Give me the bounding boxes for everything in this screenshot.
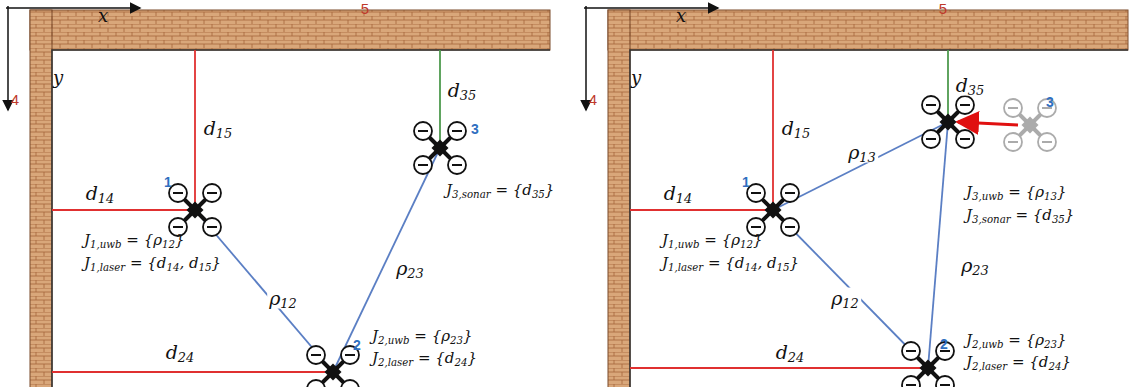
axis-label: y [631,68,641,88]
laser-beam [52,209,195,211]
distance-label: d15 [202,118,235,139]
x-axis [584,7,718,9]
wall [608,10,630,387]
laser-beam [194,50,196,210]
distance-label: ρ12 [829,288,861,309]
callout-number: 2 [940,337,948,352]
distance-label: d35 [954,75,987,96]
axis-label: x [676,6,686,26]
panel [584,6,1128,387]
measurement-set: J3,sonar = {d35} [966,207,1074,224]
distance-label: d35 [446,80,479,101]
drone [307,346,359,387]
measurement-set: J3,sonar = {d35} [446,182,554,199]
axis-label: y [53,68,63,88]
distance-label: ρ23 [394,258,426,279]
callout-number: 1 [164,175,172,190]
drone [922,96,974,148]
laser-beam [52,371,333,373]
measurement-set: J1,uwb = {ρ12} [84,232,185,249]
distance-label: d24 [164,342,197,363]
uwb-link [928,122,948,368]
callout-number: 3 [471,122,479,137]
measurement-set: J1,laser = {d14, d15} [662,255,799,272]
measurement-set: J2,laser = {d24} [372,350,477,367]
measurement-set: J1,uwb = {ρ12} [662,232,763,249]
x-axis [6,7,140,9]
drone [414,122,466,174]
laser-beam [630,367,928,369]
sonar-beam [439,50,441,148]
distance-label: d24 [774,342,807,363]
distance-label: d14 [84,183,117,204]
drone [169,184,221,236]
drone [747,184,799,236]
distance-label: ρ23 [959,255,991,276]
measurement-set: J2,uwb = {ρ23} [966,332,1067,349]
distance-label: ρ13 [846,142,878,163]
wall [30,10,52,387]
panel [6,6,550,387]
uwb-link [773,122,948,210]
measurement-set: J3,uwb = {ρ13} [966,184,1067,201]
wall-edge [630,50,1128,387]
measurement-set: J2,laser = {d24} [966,354,1071,371]
correction-arrow [958,122,1018,125]
wall-number: 4 [589,92,597,109]
measurement-set: J1,laser = {d14, d15} [84,255,221,272]
distance-label: d15 [780,118,813,139]
axis-label: x [98,6,108,26]
wall-number: 4 [11,92,19,109]
callout-number: 2 [353,338,361,353]
wall-edge [52,50,550,387]
measurement-set: J2,uwb = {ρ23} [372,328,473,345]
distance-label: ρ12 [267,288,299,309]
distance-label: d14 [662,183,695,204]
y-axis [585,6,587,110]
wall-number: 5 [361,1,369,18]
sonar-beam [947,50,949,122]
laser-beam [630,209,773,211]
callout-number: 3 [1046,95,1054,110]
wall-number: 5 [939,1,947,18]
callout-number: 1 [742,175,750,190]
y-axis [7,6,9,110]
laser-beam [772,50,774,210]
